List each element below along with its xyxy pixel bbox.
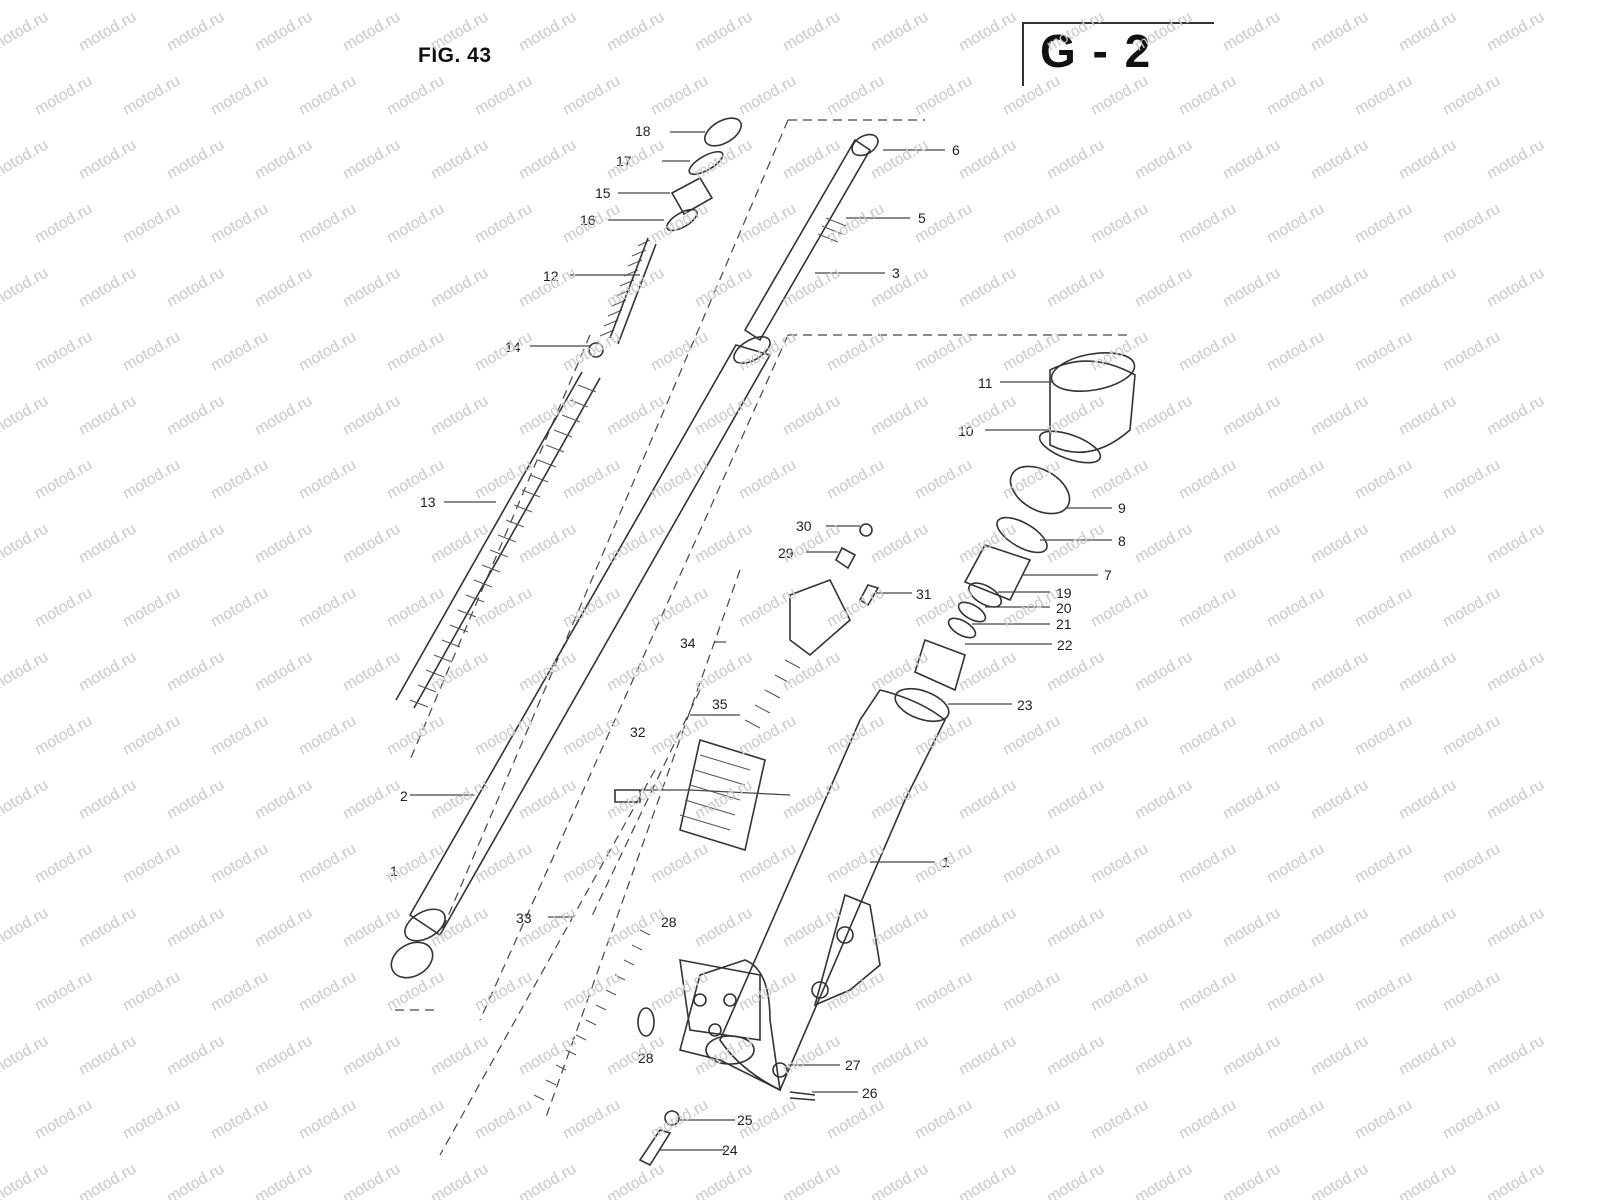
callout-20: 20 <box>1056 600 1072 616</box>
washer-25-shape <box>664 1110 680 1126</box>
callout-32: 32 <box>630 724 646 740</box>
figure-label: FIG. 43 <box>418 44 492 67</box>
callout-35: 35 <box>712 696 728 712</box>
seal-23-shape <box>894 687 950 723</box>
callout-8: 8 <box>1118 533 1126 549</box>
callout-28-upper: 28 <box>661 914 677 930</box>
spring-12-shape <box>599 239 651 337</box>
ball-14-shape <box>588 342 604 358</box>
bolt-32-shape <box>614 789 641 803</box>
cap-30-shape <box>859 523 873 537</box>
spring-35-shape <box>744 659 801 729</box>
callout-34: 34 <box>680 635 696 651</box>
bolt-26-shape <box>789 1091 816 1101</box>
spring-13-coils <box>409 384 597 708</box>
callout-10: 10 <box>958 423 974 439</box>
nut-6-shape <box>851 133 879 157</box>
rod-3-shape <box>743 138 872 342</box>
callout-17: 17 <box>616 153 632 169</box>
rings-5-shape <box>817 217 847 243</box>
housing-34-shape <box>789 578 851 657</box>
ring-21-shape <box>947 617 977 639</box>
plug-28-shape <box>637 1007 655 1037</box>
lower-spring-shape <box>533 929 651 1101</box>
callout-1-right: 1 <box>942 854 950 870</box>
callout-9: 9 <box>1118 500 1126 516</box>
callout-22: 22 <box>1057 637 1073 653</box>
callout-24: 24 <box>722 1142 738 1158</box>
plug-15-shape <box>670 176 714 216</box>
callout-2: 2 <box>400 788 408 804</box>
callout-18: 18 <box>635 123 651 139</box>
fork-cap-parts <box>666 117 742 232</box>
callout-23: 23 <box>1017 697 1033 713</box>
assembly-guide-lines <box>395 119 1130 1156</box>
callout-15: 15 <box>595 185 611 201</box>
callout-26: 26 <box>862 1085 878 1101</box>
caliper-body-shape <box>679 959 761 1041</box>
pin-29-shape <box>834 546 857 570</box>
callout-3: 3 <box>892 265 900 281</box>
inner-tube-and-rod <box>390 133 879 979</box>
cap-18-shape <box>704 117 742 147</box>
callout-5: 5 <box>918 210 926 226</box>
callout-28-lower: 28 <box>638 1050 654 1066</box>
callout-27: 27 <box>845 1057 861 1073</box>
callout-21: 21 <box>1056 616 1072 632</box>
section-code: G - 2 <box>1040 25 1153 77</box>
callout-11: 11 <box>978 375 993 391</box>
callout-14: 14 <box>505 339 521 355</box>
spring-13-outline <box>395 371 601 709</box>
callout-12: 12 <box>543 268 559 284</box>
washer-8-shape <box>996 516 1048 554</box>
axle-hole-shape <box>705 1035 755 1065</box>
caliper-mount-shape <box>813 893 881 1007</box>
clip-19-shape <box>967 582 1003 608</box>
callout-29: 29 <box>778 545 794 561</box>
callout-31: 31 <box>916 586 932 602</box>
outer-tube-shape <box>719 689 947 1092</box>
section-box <box>1022 22 1214 86</box>
callout-6: 6 <box>952 142 960 158</box>
callout-16: 16 <box>580 212 596 228</box>
outer-tube-1 <box>637 689 947 1092</box>
bushing-7-shape <box>963 544 1032 602</box>
bottom-bolts <box>638 1062 816 1167</box>
bolt-31-shape <box>858 584 880 607</box>
callout-25: 25 <box>737 1112 753 1128</box>
ring-10-shape <box>1038 430 1102 464</box>
callout-13: 13 <box>420 494 436 510</box>
seat-1-shape <box>390 941 434 979</box>
leader-lines <box>410 131 1112 1151</box>
callout-33: 33 <box>516 910 532 926</box>
inner-tube-2-shape <box>408 344 772 937</box>
bushing-22-shape <box>914 638 966 692</box>
fork-springs <box>395 237 657 709</box>
callout-30: 30 <box>796 518 812 534</box>
ring-20-shape <box>957 601 987 623</box>
valve-assembly <box>533 523 880 1101</box>
axle-boss-shape <box>679 959 782 1092</box>
callout-19: 19 <box>1056 585 1072 601</box>
washer-27-shape <box>772 1062 788 1078</box>
seal-stack <box>894 352 1136 723</box>
o-ring-17-shape <box>688 150 724 176</box>
callout-7: 7 <box>1104 567 1112 583</box>
seal-9-shape <box>1009 465 1071 515</box>
dust-boot-11-shape <box>1049 360 1136 453</box>
washer-16-shape <box>666 208 698 232</box>
callout-1-left: 1 <box>390 863 398 879</box>
bolt-24-shape <box>638 1129 672 1167</box>
